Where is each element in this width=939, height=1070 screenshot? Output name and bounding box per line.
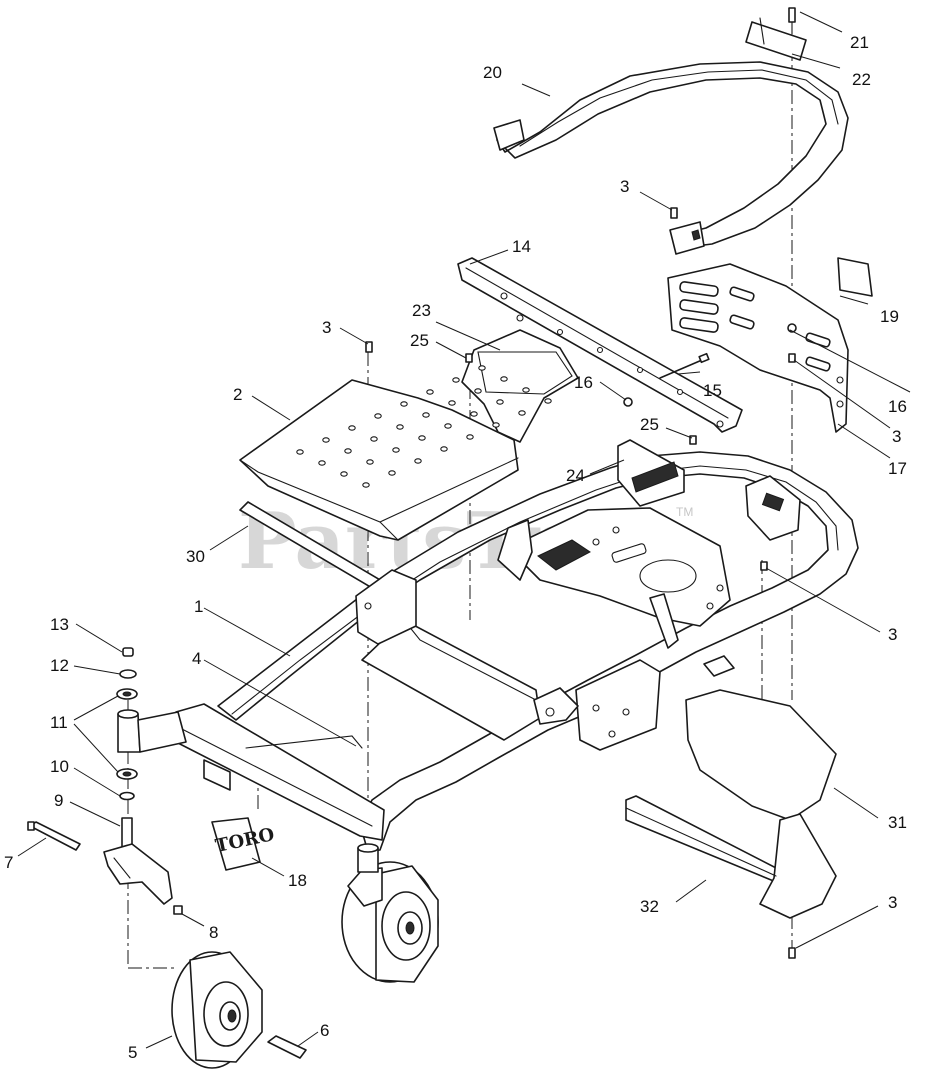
pan-hole (470, 411, 478, 417)
callout-22: 22 (852, 70, 871, 89)
callout-8: 8 (209, 923, 218, 942)
callouts: 20 21 22 3 14 19 23 25 3 2 16 15 16 25 3… (4, 33, 907, 1062)
pan-hole (474, 388, 482, 394)
pan-hole (478, 365, 486, 371)
part-2-floor-pan (239, 365, 552, 541)
leader-lines (17, 11, 911, 1049)
pan-hole (448, 400, 456, 406)
part-32-lower-shield (625, 795, 837, 919)
callout-3: 3 (322, 318, 331, 337)
pan-hole (396, 424, 404, 430)
rear-mount-bracket (745, 475, 801, 541)
pan-hole (318, 460, 326, 466)
pan-hole (366, 459, 374, 465)
part-21-bolt (788, 7, 796, 35)
callout-25: 25 (640, 415, 659, 434)
hardware (365, 207, 797, 959)
part-14-front-bar (457, 257, 743, 433)
pan-hole (444, 423, 452, 429)
callout-3: 3 (888, 625, 897, 644)
pan-hole (414, 458, 422, 464)
pan-hole (492, 422, 500, 428)
callout-15: 15 (703, 381, 722, 400)
part-24-control-bracket (617, 439, 685, 507)
callout-23: 23 (412, 301, 431, 320)
callout-6: 6 (320, 1021, 329, 1040)
part-19-decal (837, 257, 873, 297)
callout-3: 3 (888, 893, 897, 912)
rear-caster-wheel (341, 843, 439, 983)
pan-hole (322, 437, 330, 443)
callout-20: 20 (483, 63, 502, 82)
pan-hole (418, 435, 426, 441)
pan-hole (362, 482, 370, 488)
pan-hole (426, 389, 434, 395)
pan-hole (388, 470, 396, 476)
part-1-main-frame (175, 451, 859, 853)
callout-7: 7 (4, 853, 13, 872)
callout-24: 24 (566, 466, 585, 485)
part-4-cross-bracket (245, 735, 363, 749)
callout-21: 21 (850, 33, 869, 52)
part-6-spacer (267, 1035, 307, 1059)
callout-11: 11 (50, 713, 68, 732)
callout-10: 10 (50, 757, 69, 776)
part-20-rops-hoop (493, 61, 849, 255)
callout-1: 1 (194, 597, 203, 616)
callout-5: 5 (128, 1043, 137, 1062)
pan-hole (440, 446, 448, 452)
pan-hole (374, 413, 382, 419)
pan-hole (370, 436, 378, 442)
callout-16: 16 (888, 397, 907, 416)
pan-hole (500, 376, 508, 382)
callout-13: 13 (50, 615, 69, 634)
callout-9: 9 (54, 791, 63, 810)
front-caster-assembly: TORO (27, 647, 276, 915)
pan-hole (518, 410, 526, 416)
callout-4: 4 (192, 649, 201, 668)
callout-3: 3 (620, 177, 629, 196)
callout-3: 3 (892, 427, 901, 446)
callout-18: 18 (288, 871, 307, 890)
floor-pan-holes (296, 365, 552, 488)
part-23-grille (461, 329, 579, 443)
callout-14: 14 (512, 237, 531, 256)
part-17-rear-bracket (667, 263, 849, 433)
part-15-bolt (659, 352, 710, 379)
pan-hole (344, 448, 352, 454)
callout-16: 16 (574, 373, 593, 392)
callout-12: 12 (50, 656, 69, 675)
part-5-front-wheel (171, 951, 263, 1069)
part-31-rear-shield (685, 689, 837, 821)
callout-17: 17 (888, 459, 907, 478)
callout-25: 25 (410, 331, 429, 350)
callout-2: 2 (233, 385, 242, 404)
pan-hole (348, 425, 356, 431)
pan-hole (544, 398, 552, 404)
callout-30: 30 (186, 547, 205, 566)
pan-hole (522, 387, 530, 393)
pan-hole (392, 447, 400, 453)
pan-hole (452, 377, 460, 383)
pan-hole (296, 449, 304, 455)
pan-hole (466, 434, 474, 440)
callout-19: 19 (880, 307, 899, 326)
pan-hole (340, 471, 348, 477)
pan-hole (422, 412, 430, 418)
callout-31: 31 (888, 813, 907, 832)
pan-hole (400, 401, 408, 407)
callout-32: 32 (640, 897, 659, 916)
pan-hole (496, 399, 504, 405)
part-18-toro-badge: TORO (211, 817, 276, 871)
part-22-clamp-plate (745, 17, 807, 61)
svg-text:TM: TM (676, 505, 693, 519)
